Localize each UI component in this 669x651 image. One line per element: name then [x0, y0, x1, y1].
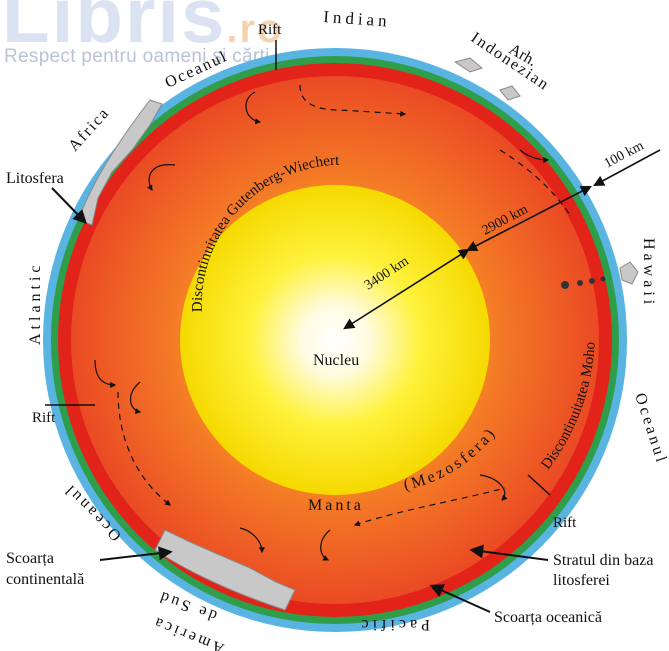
- continent-indonesia: [453, 57, 521, 101]
- convection-currents: [94, 84, 571, 561]
- scoarta-continentala-pointer: [99, 546, 173, 561]
- watermark-logo-suffix: .ro: [226, 7, 284, 51]
- continent-south-america: [154, 529, 296, 611]
- km-100-label: 100 km: [602, 138, 647, 171]
- watermark-logo-text: Libris: [2, 0, 227, 59]
- stratul-baza-pointer: [469, 544, 549, 561]
- continent-africa: [81, 99, 163, 226]
- litosfera-label: Litosfera: [6, 170, 64, 187]
- atlantic-label: Atlantic: [27, 261, 44, 345]
- thickness-100-arrow: [593, 149, 661, 187]
- stratul-label-1: Stratul din baza: [553, 552, 653, 569]
- rift-top-label: Rift: [258, 22, 282, 38]
- island-hawaii: [619, 261, 639, 285]
- hawaii-label: Hawaii: [640, 238, 657, 308]
- manta-label: Manta: [308, 497, 364, 514]
- africa-label: Africa: [65, 104, 113, 155]
- scoarta-oceanica-label: Scoarța oceanică: [494, 609, 602, 626]
- radius-3400-arrow: [343, 248, 470, 330]
- radius-2900-arrow: [466, 185, 592, 252]
- rift-left-label: Rift: [32, 410, 56, 426]
- scoarta-oceanica-pointer: [429, 584, 491, 613]
- stratul-label-2: litosferei: [553, 572, 610, 589]
- hawaii-hotspot-chain: [561, 276, 606, 289]
- scoarta-continentala-label-2: continentală: [6, 571, 84, 588]
- scoarta-continentala-label-1: Scoarța: [6, 550, 54, 567]
- litosfera-pointer: [51, 187, 87, 225]
- rift-right-label: Rift: [553, 515, 577, 531]
- oceanul-indian-label-2: Indian: [323, 7, 392, 31]
- nucleu-label: Nucleu: [313, 352, 359, 369]
- oceanul-pacific-label-2: Pacific: [358, 616, 430, 633]
- oceanul-pacific-label-1: Oceanul: [631, 391, 669, 467]
- rift-markers: [45, 40, 551, 496]
- watermark-logo: Libris.ro: [2, 0, 284, 61]
- arh-indonezian-label-2: Indonezian: [468, 29, 553, 94]
- watermark-tagline: Respect pentru oameni și cărți: [4, 46, 270, 67]
